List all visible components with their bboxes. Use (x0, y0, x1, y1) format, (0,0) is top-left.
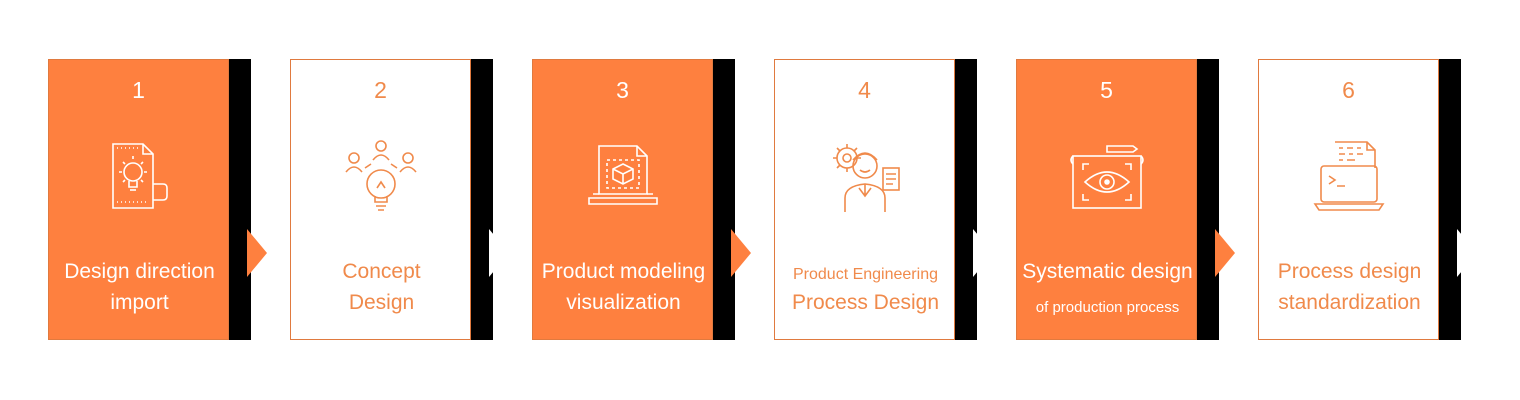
step-number: 2 (374, 77, 387, 103)
step-tab (471, 59, 493, 340)
step-number: 6 (1342, 77, 1355, 103)
step-title-line2: of production process (1035, 299, 1180, 316)
step-title-line1: Design direction (64, 260, 215, 283)
step-number: 1 (132, 77, 145, 103)
team-lightbulb-icon (341, 138, 421, 218)
step-title-line1: Systematic design (1022, 260, 1193, 283)
step-title-line2: Process Design (791, 291, 940, 314)
step-tab (955, 59, 977, 340)
chevron-right-icon (731, 229, 751, 277)
step-5: 5 Systematic design of production proces… (1016, 59, 1235, 340)
step-4: 4 Product Engineering Process Design (774, 59, 993, 340)
blueprint-eye-icon (1067, 138, 1147, 218)
step-card: 4 Product Engineering Process Design (774, 59, 955, 340)
step-3: 3 Product modeling visualization (532, 59, 751, 340)
chevron-right-icon (489, 229, 509, 277)
step-tab (713, 59, 735, 340)
step-title-line2: visualization (566, 291, 681, 314)
step-title-line1: Concept (342, 260, 421, 283)
engineer-gear-icon (825, 138, 905, 218)
step-title-line1: Product modeling (541, 260, 706, 283)
step-tab (1197, 59, 1219, 340)
step-6: 6 Process design standardization (1258, 59, 1477, 340)
step-card: 3 Product modeling visualization (532, 59, 713, 340)
chevron-right-icon (973, 229, 993, 277)
step-card: 1 Design direction import (48, 59, 229, 340)
laptop-code-icon (1309, 138, 1389, 218)
step-title-line1: Product Engineering (793, 266, 938, 283)
step-number: 3 (616, 77, 629, 103)
step-title-line1: Process design (1277, 260, 1422, 283)
step-2: 2 Concept Design (290, 59, 509, 340)
step-1: 1 Design direction import (48, 59, 267, 340)
step-tab (229, 59, 251, 340)
laptop-3d-cube-icon (583, 138, 663, 218)
chevron-right-icon (1215, 229, 1235, 277)
chevron-right-icon (1457, 229, 1477, 277)
step-number: 5 (1100, 77, 1113, 103)
step-card: 2 Concept Design (290, 59, 471, 340)
step-title-line2: import (110, 291, 169, 314)
step-tab (1439, 59, 1461, 340)
step-title-line2: standardization (1278, 291, 1421, 314)
chevron-right-icon (247, 229, 267, 277)
step-title-line2: Design (348, 291, 415, 314)
step-card: 6 Process design standardization (1258, 59, 1439, 340)
step-number: 4 (858, 77, 871, 103)
lightbulb-document-icon (99, 138, 179, 218)
step-card: 5 Systematic design of production proces… (1016, 59, 1197, 340)
